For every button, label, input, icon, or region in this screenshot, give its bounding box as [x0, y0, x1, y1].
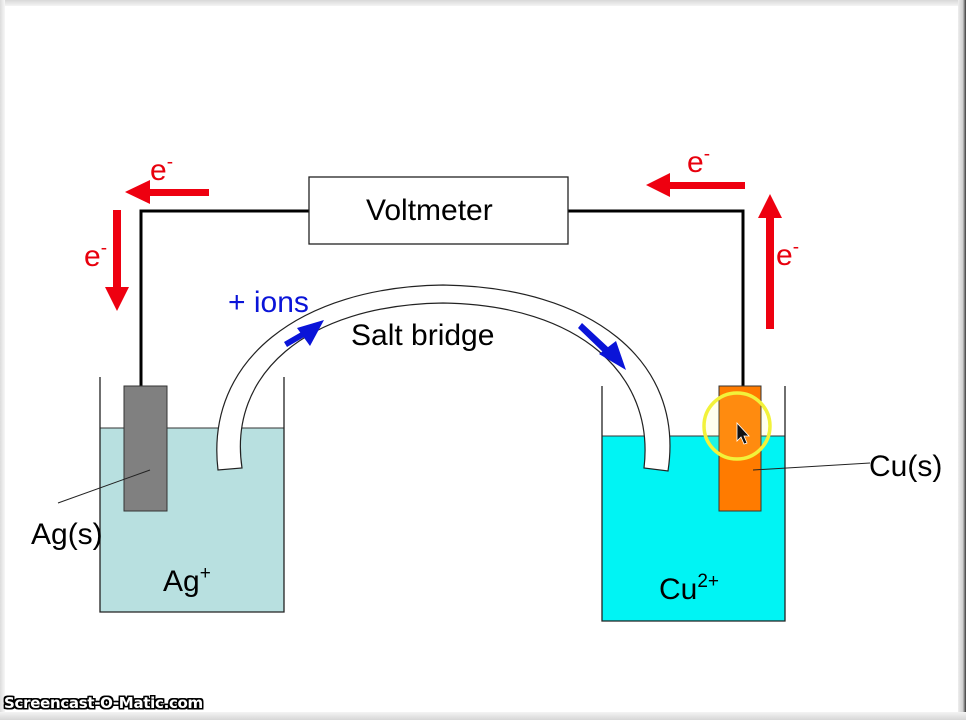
- wire-left: [139, 209, 309, 386]
- ag-ion-charge: +: [199, 563, 211, 584]
- electron-label-right: e-: [776, 238, 799, 272]
- ions-label: + ions: [228, 286, 309, 319]
- screen-frame-top: [0, 0, 966, 6]
- electron-charge: -: [100, 238, 108, 259]
- electron-arrow-top-right: [646, 173, 745, 197]
- electron-label-top-right: e-: [687, 145, 710, 179]
- wire-right: [568, 209, 745, 386]
- electron-arrow-top-left: [125, 180, 209, 204]
- electron-arrow-right-up: [758, 194, 782, 329]
- electron-symbol: e: [776, 239, 793, 272]
- cu-ion-charge: 2+: [697, 571, 720, 592]
- salt-bridge: [216, 284, 671, 472]
- cu-leader-line: [752, 462, 871, 471]
- ion-arrow-right: [578, 323, 626, 370]
- ag-electrode-label: Ag(s): [31, 518, 103, 551]
- electron-charge: -: [166, 152, 174, 173]
- cu-ion-label: Cu2+: [659, 572, 719, 606]
- voltmeter-label: Voltmeter: [366, 194, 493, 227]
- mouse-cursor-icon: [736, 421, 750, 445]
- electron-symbol: e: [84, 240, 101, 273]
- cu-ion-symbol: Cu: [659, 573, 698, 606]
- screen-frame-bottom: [0, 712, 966, 720]
- screen-frame-left: [0, 0, 5, 720]
- electron-arrow-left-down: [105, 210, 129, 311]
- right-beaker: [601, 386, 786, 622]
- ion-arrow-left: [284, 320, 324, 347]
- electron-charge: -: [792, 237, 800, 258]
- cu-electrode-label: Cu(s): [869, 450, 943, 483]
- screen-frame-right: [958, 0, 966, 720]
- electron-charge: -: [703, 144, 711, 165]
- voltmeter-box: [308, 176, 569, 245]
- ag-ion-symbol: Ag: [163, 565, 200, 598]
- electron-symbol: e: [150, 154, 167, 187]
- copper-electrode: [718, 385, 762, 512]
- electron-label-left: e-: [84, 239, 107, 273]
- ag-ion-label: Ag+: [163, 564, 211, 598]
- left-beaker: [99, 377, 285, 613]
- silver-electrode: [123, 385, 168, 512]
- electron-label-top-left: e-: [150, 153, 173, 187]
- salt-bridge-label: Salt bridge: [351, 319, 495, 352]
- screencast-watermark: Screencast-O-Matic.com: [4, 694, 203, 712]
- ag-leader-line: [57, 469, 151, 504]
- electron-symbol: e: [687, 146, 704, 179]
